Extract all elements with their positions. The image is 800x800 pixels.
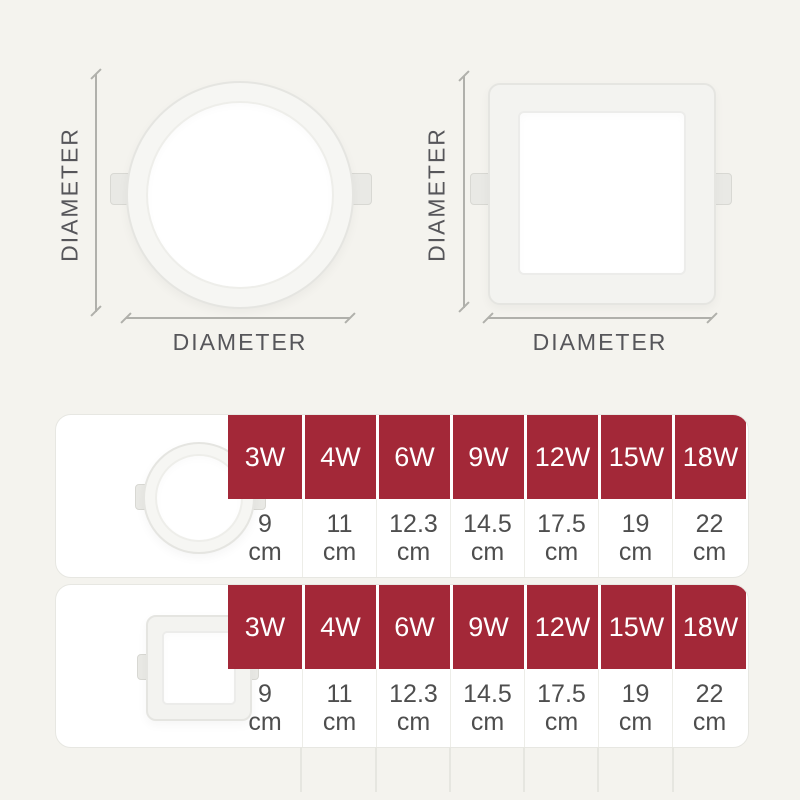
size-value: 11 [326,680,353,708]
square-panel-diagram: DIAMETER DIAMETER [423,70,732,355]
round-horizontal-diameter-label: DIAMETER [172,329,308,355]
size-value: 12.3 [389,680,438,708]
column-divider-stub [672,747,674,792]
wattage-cell: 18W [672,415,746,499]
column-divider-stub [300,747,302,792]
wattage-cell: 9W [450,415,524,499]
wattage-cell: 15W [598,415,672,499]
wattage-cell: 6W [376,585,450,669]
size-value: 22 [695,680,724,708]
size-unit: cm [692,708,727,736]
size-unit: cm [544,538,579,566]
column-divider-stub [449,747,451,792]
size-unit: cm [322,708,357,736]
size-value: 11 [326,510,353,538]
size-unit: cm [544,708,579,736]
size-unit: cm [618,708,653,736]
size-value: 9 [258,680,272,708]
wattage-cell: 15W [598,585,672,669]
round-panel-diagram: DIAMETER DIAMETER [0,0,400,400]
size-unit: cm [618,538,653,566]
size-unit: cm [396,708,431,736]
wattage-cell: 4W [302,415,376,499]
size-value: 17.5 [537,510,586,538]
dimension-line [488,317,712,319]
column-divider-stub [375,747,377,792]
wattage-cell: 3W [228,415,302,499]
square-horizontal-diameter-label: DIAMETER [532,329,668,355]
dimension-line [126,317,350,319]
column-divider-stub [523,747,525,792]
column-divider-stub [597,747,599,792]
wattage-cell: 12W [524,415,598,499]
square-panel-face [518,111,686,275]
size-unit: cm [248,538,282,566]
dimension-line [95,74,97,312]
wattage-cell: 6W [376,415,450,499]
wattage-cell: 18W [672,585,746,669]
wattage-cell: 9W [450,585,524,669]
size-value: 19 [621,510,650,538]
dimension-line [463,76,465,308]
size-value: 17.5 [537,680,586,708]
size-value: 9 [258,510,272,538]
square-thumbnail [56,585,259,747]
wattage-cell: 12W [524,585,598,669]
size-value: 12.3 [389,510,438,538]
size-unit: cm [248,708,282,736]
size-unit: cm [396,538,431,566]
square-vertical-diameter-label: DIAMETER [423,127,450,262]
wattage-cell: 4W [302,585,376,669]
size-value: 22 [695,510,724,538]
round-thumbnail [56,415,266,577]
size-value: 14.5 [463,510,512,538]
size-unit: cm [692,538,727,566]
square-panel-face [162,631,236,705]
wattage-cell: 3W [228,585,302,669]
size-unit: cm [322,538,357,566]
size-unit: cm [470,538,505,566]
round-panel-face [146,101,334,289]
size-value: 19 [621,680,650,708]
size-value: 14.5 [463,680,512,708]
size-unit: cm [470,708,505,736]
